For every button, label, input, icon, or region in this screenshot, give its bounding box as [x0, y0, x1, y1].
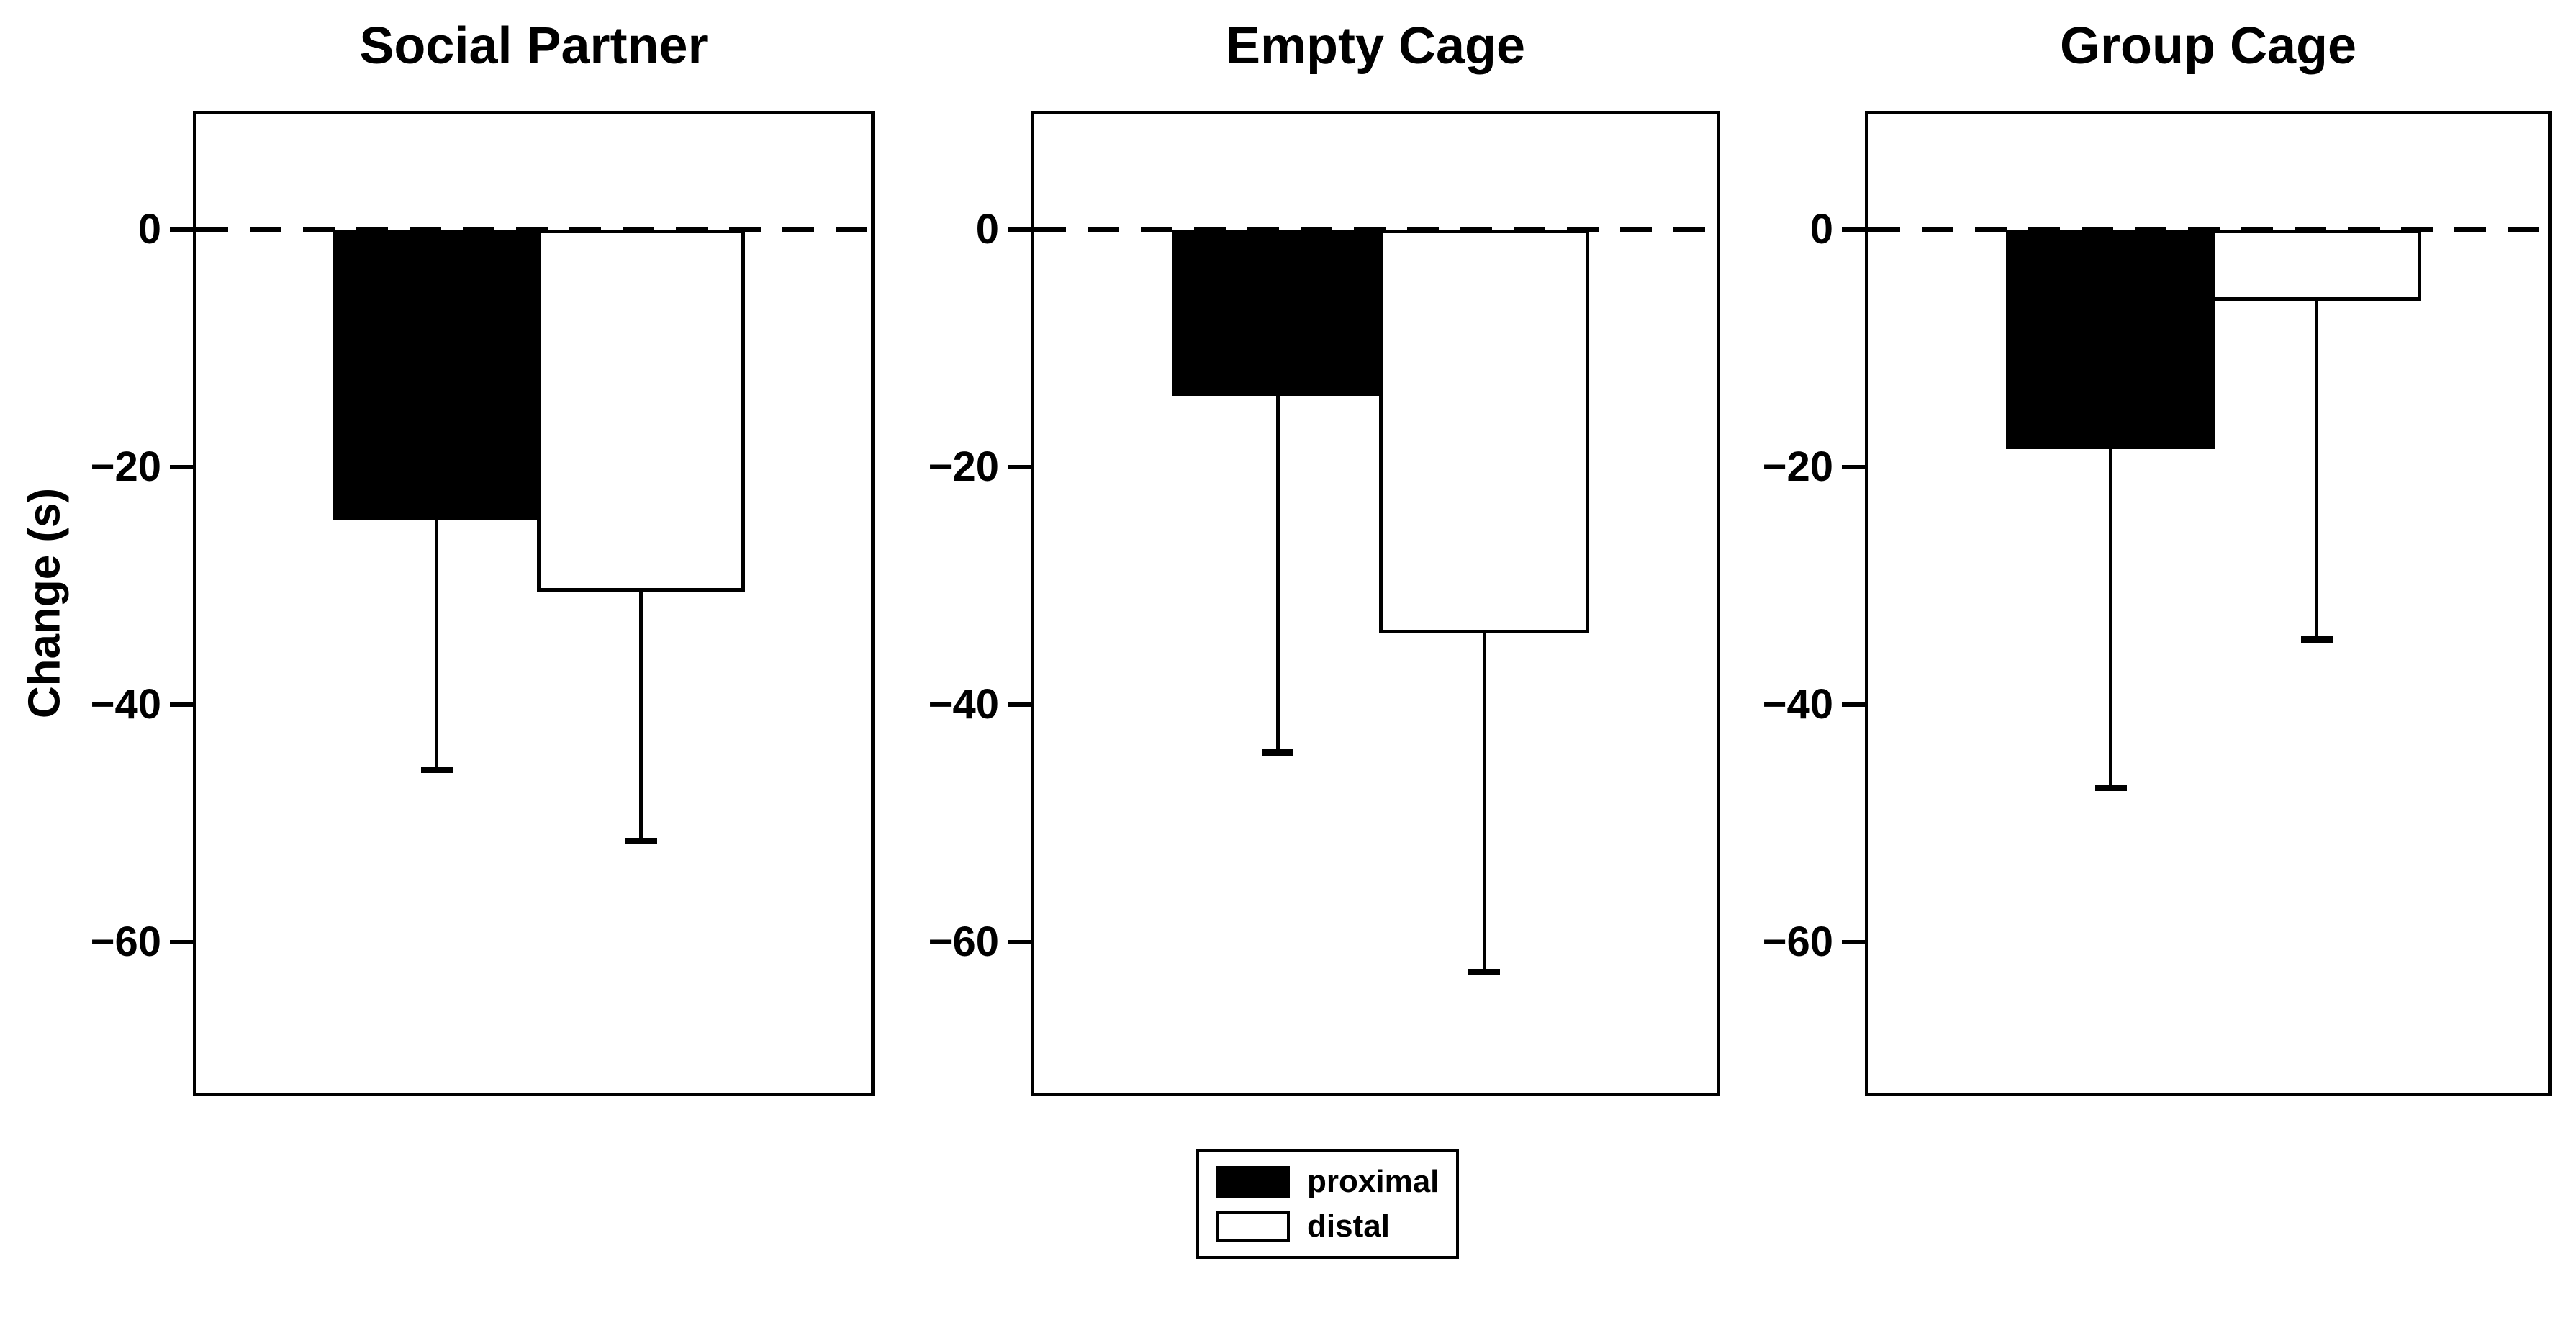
legend-swatch-proximal — [1216, 1166, 1290, 1198]
error-bar-proximal — [1275, 395, 1280, 752]
y-axis-tick — [1842, 939, 1865, 944]
bar-distal — [537, 229, 745, 592]
bar-distal — [2212, 229, 2421, 301]
y-axis-tick-label: −40 — [1762, 680, 1833, 728]
error-bar-cap-distal — [625, 838, 657, 845]
error-bar-cap-proximal — [1262, 749, 1293, 756]
error-bar-cap-proximal — [2094, 785, 2127, 792]
y-axis-tick — [170, 464, 193, 469]
plot-area-social-partner — [193, 111, 875, 1096]
bar-proximal — [333, 229, 541, 520]
y-axis-tick-label: −40 — [90, 680, 161, 728]
y-axis-tick-label: −20 — [1762, 443, 1833, 490]
y-axis-tick — [170, 702, 193, 707]
plot-area-group-cage — [1865, 111, 2552, 1096]
y-axis-tick-label: 0 — [137, 205, 161, 253]
y-axis-tick — [1842, 464, 1865, 469]
legend: proximal distal — [1196, 1149, 1460, 1259]
error-bar-cap-distal — [1468, 968, 1500, 975]
y-axis-tick-label: −20 — [90, 443, 161, 490]
bar-proximal — [2006, 229, 2215, 449]
bar-proximal — [1172, 229, 1383, 396]
panel-title-group-cage: Group Cage — [2059, 17, 2357, 75]
y-axis-tick — [1008, 702, 1031, 707]
y-axis-tick-label: −40 — [928, 680, 999, 728]
y-axis-tick — [1008, 939, 1031, 944]
y-axis-tick-label: −60 — [90, 918, 161, 965]
error-bar-distal — [2315, 300, 2318, 639]
y-axis-tick — [1008, 464, 1031, 469]
legend-item-proximal: proximal — [1216, 1164, 1439, 1200]
legend-label-proximal: proximal — [1307, 1164, 1440, 1199]
error-bar-distal — [1482, 633, 1486, 972]
y-axis-tick-label: −20 — [928, 443, 999, 490]
panel-title-social-partner: Social Partner — [359, 17, 708, 75]
error-bar-cap-distal — [2300, 636, 2333, 643]
y-axis-tick — [1842, 227, 1865, 232]
panel-title-empty-cage: Empty Cage — [1225, 17, 1526, 75]
error-bar-proximal — [435, 520, 438, 770]
y-axis-tick — [1842, 702, 1865, 707]
legend-swatch-distal — [1216, 1211, 1290, 1242]
y-axis-tick-label: 0 — [1809, 205, 1833, 253]
y-axis-tick-label: 0 — [975, 205, 999, 253]
y-axis-tick — [1008, 227, 1031, 232]
y-axis-tick — [170, 939, 193, 944]
plot-area-empty-cage — [1031, 111, 1720, 1096]
legend-item-distal: distal — [1216, 1208, 1439, 1244]
error-bar-cap-proximal — [420, 767, 453, 774]
bar-distal — [1379, 229, 1589, 633]
error-bar-proximal — [2109, 448, 2112, 788]
error-bar-distal — [639, 591, 643, 841]
y-axis-tick — [170, 227, 193, 232]
y-axis-tick-label: −60 — [928, 918, 999, 965]
y-axis-tick-label: −60 — [1762, 918, 1833, 965]
legend-label-distal: distal — [1307, 1208, 1390, 1244]
